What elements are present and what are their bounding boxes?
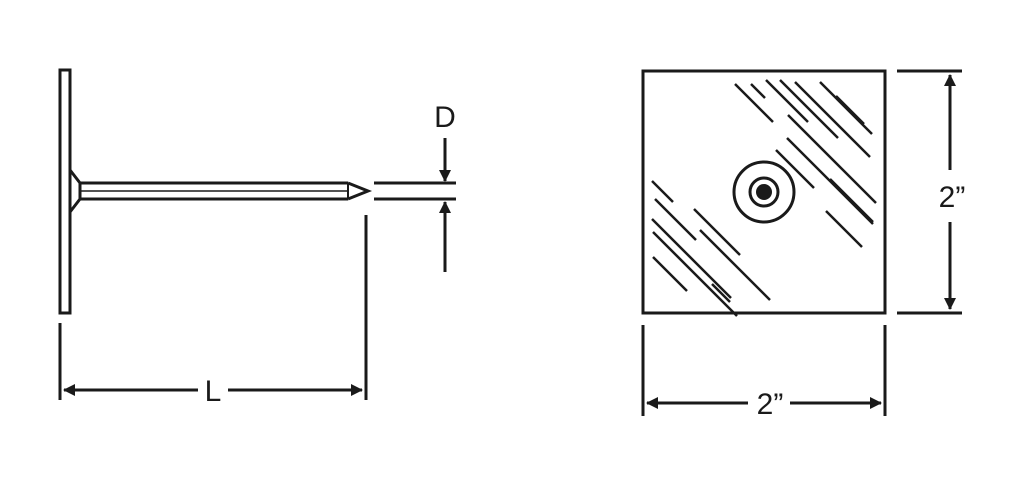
width-label: 2” xyxy=(757,388,784,421)
pin-base-plate xyxy=(58,68,72,315)
length-label: L xyxy=(205,375,222,408)
pin-tip xyxy=(347,181,373,201)
width-dimension xyxy=(641,325,887,416)
height-label: 2” xyxy=(939,181,966,214)
plate-hatch-upper xyxy=(734,79,877,248)
plate-ring-outer xyxy=(732,160,796,224)
pin-side-view xyxy=(58,68,373,315)
diameter-dimension xyxy=(374,138,456,272)
height-dimension xyxy=(897,69,962,315)
plate-ring-inner xyxy=(748,176,780,208)
plate-hatch-lower xyxy=(651,180,771,317)
plate-square xyxy=(641,69,887,315)
plate-top-view xyxy=(641,69,887,317)
diameter-label: D xyxy=(434,101,456,134)
plate-center-hole xyxy=(756,184,772,200)
length-dimension xyxy=(58,215,368,400)
